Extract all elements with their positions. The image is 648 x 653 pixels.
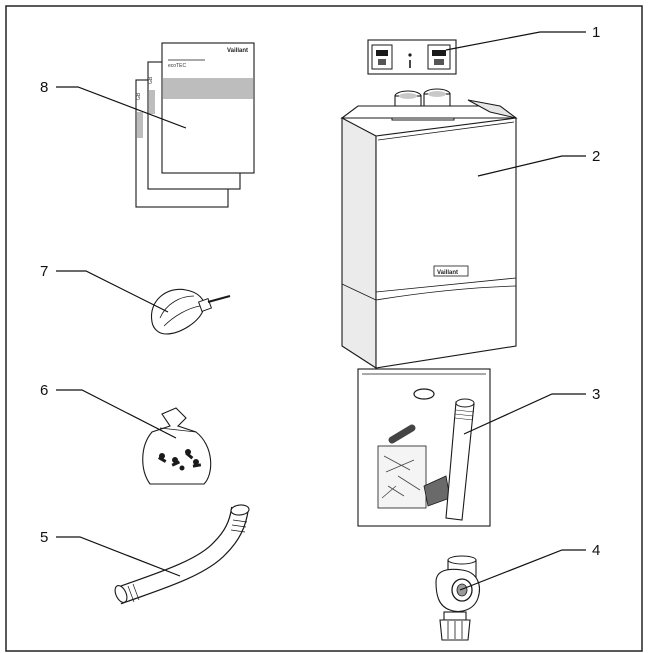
- valve-handle: [456, 583, 468, 597]
- leader-8: [56, 86, 187, 129]
- leader-5: [56, 536, 181, 577]
- kit-tube: [445, 398, 475, 521]
- boiler-front-panel: [375, 117, 517, 369]
- callout-2: 2: [592, 148, 600, 165]
- boiler-side-panel: [341, 117, 377, 370]
- callout-numbers: 1 2 3 4 5 6 7 8: [40, 24, 600, 559]
- doc-front-sheet: [161, 42, 255, 174]
- svg-text:GB: GB: [148, 76, 154, 84]
- kit-gasket: [388, 424, 416, 444]
- bag-outline: [142, 407, 212, 485]
- screw-bag: [142, 407, 212, 485]
- leader-7: [56, 270, 169, 313]
- screwdriver: [150, 288, 231, 335]
- boiler-unit: Vaillant: [340, 88, 518, 370]
- installation-kit-bag: [357, 368, 491, 527]
- callout-5: 5: [40, 529, 48, 546]
- screwdriver-handle: [150, 288, 205, 335]
- callout-3: 3: [592, 386, 600, 403]
- boiler-brand-badge: [433, 265, 469, 277]
- kit-instruction-card: [377, 445, 427, 509]
- drain-hose: [114, 504, 250, 605]
- callout-1: 1: [592, 24, 600, 41]
- documentation-set: GB GB ecoTEC Vaillant: [135, 42, 255, 208]
- hose-end-left: [114, 585, 128, 603]
- manual-brand-logo: Vaillant: [227, 48, 248, 54]
- boiler-brand-logo: Vaillant: [437, 270, 458, 276]
- leader-6: [56, 389, 177, 439]
- leader-lines: [56, 31, 586, 591]
- manual-title-text: ecoTEC: [168, 63, 186, 69]
- callout-6: 6: [40, 382, 48, 399]
- service-valve: [435, 555, 480, 641]
- mounting-bracket: [367, 39, 457, 75]
- frame-border: [5, 5, 643, 652]
- leader-1: [445, 31, 586, 51]
- hose-end-right: [230, 504, 250, 516]
- svg-text:GB: GB: [136, 92, 142, 100]
- kit-o-ring: [413, 388, 435, 400]
- leader-4: [459, 549, 586, 591]
- leader-2: [477, 155, 586, 177]
- valve-stem: [443, 611, 467, 621]
- callout-7: 7: [40, 263, 48, 280]
- callout-8: 8: [40, 79, 48, 96]
- callout-4: 4: [592, 542, 600, 559]
- leader-3: [463, 393, 586, 435]
